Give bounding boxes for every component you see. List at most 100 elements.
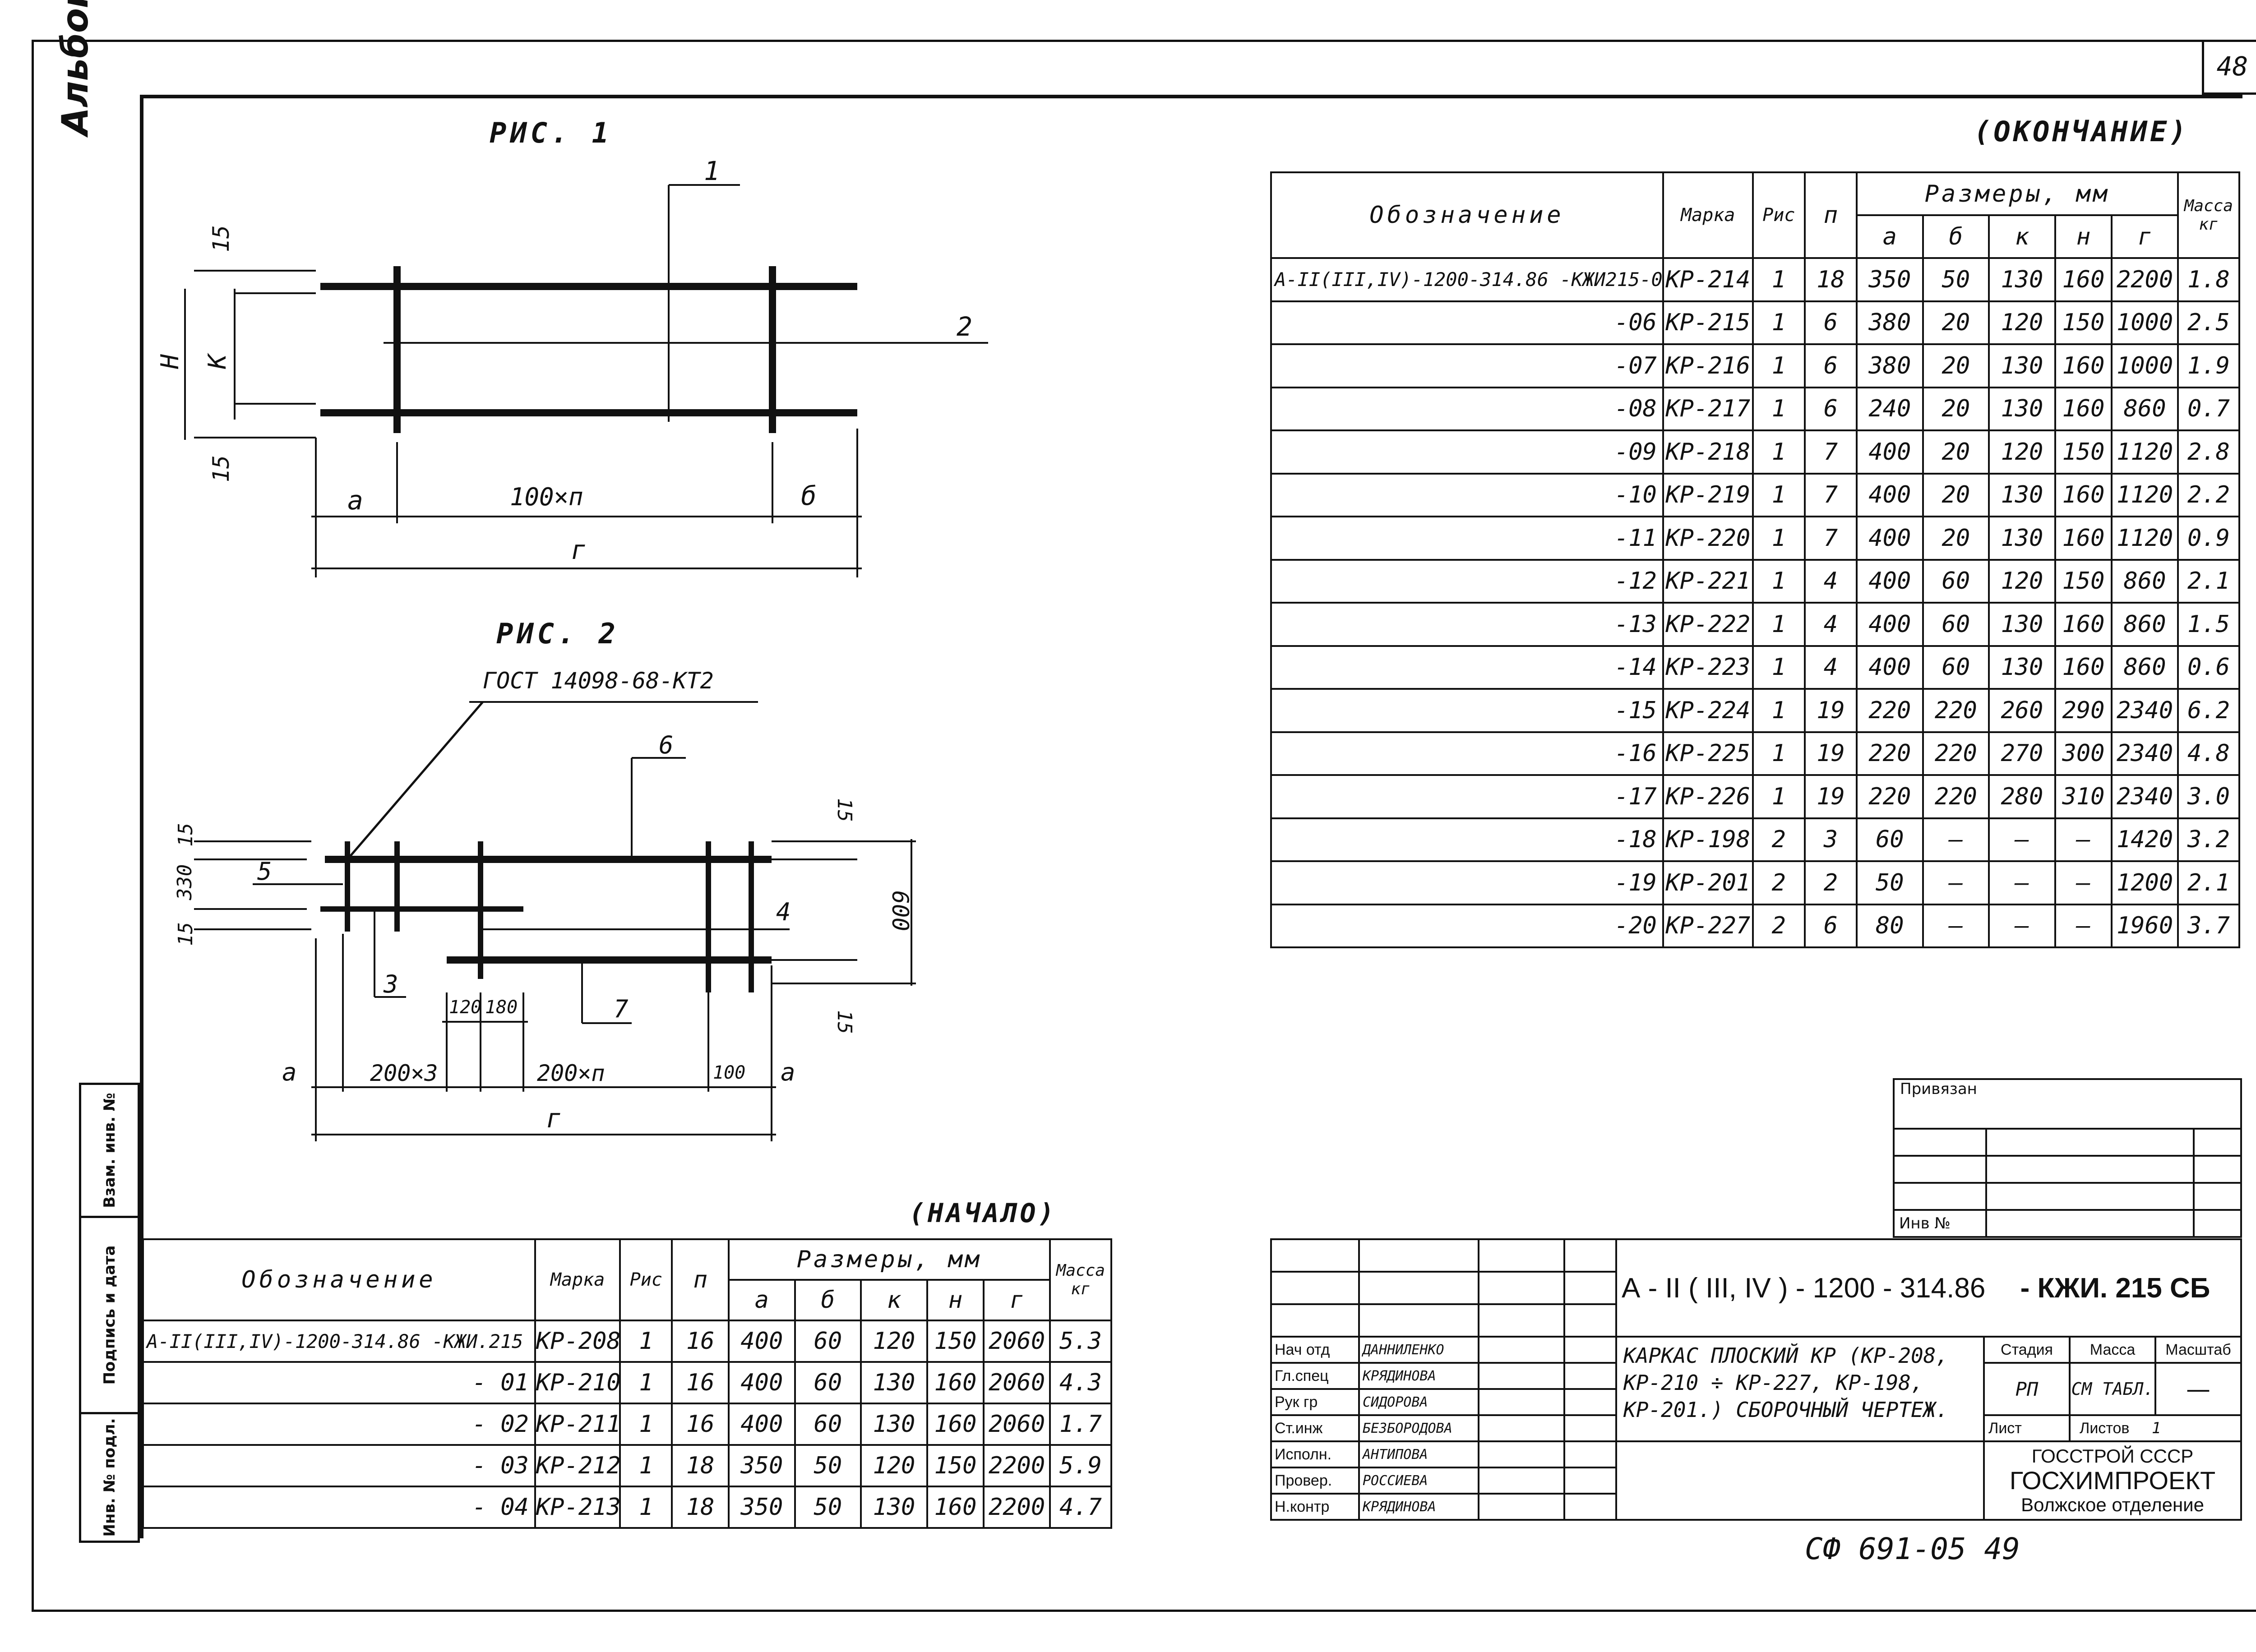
table-cell: 860 bbox=[2111, 645, 2179, 690]
role-5: Провер. bbox=[1270, 1467, 1360, 1495]
table-cell: 350 bbox=[1856, 257, 1924, 302]
table-cell: – bbox=[1922, 903, 1990, 948]
spec-end-h-mark: Марка bbox=[1662, 171, 1754, 259]
table-cell: 160 bbox=[2054, 516, 2113, 561]
table-cell: 400 bbox=[728, 1403, 796, 1446]
spec-end-h-fig: Рис bbox=[1752, 171, 1806, 259]
table-cell: 18 bbox=[1803, 257, 1858, 302]
table-cell: 16 bbox=[671, 1320, 730, 1363]
table-cell: 60 bbox=[794, 1361, 862, 1404]
table-cell: 1000 bbox=[2111, 300, 2179, 345]
role-4: Исполн. bbox=[1270, 1440, 1360, 1468]
table-cell: 4.3 bbox=[1049, 1361, 1113, 1404]
table-cell: 260 bbox=[1988, 688, 2056, 733]
table-cell: 1 bbox=[1752, 472, 1806, 517]
table-cell: КР-213 bbox=[534, 1486, 621, 1529]
table-cell: КР-222 bbox=[1662, 602, 1754, 647]
row-designation: -07 bbox=[1270, 343, 1664, 388]
table-cell: 130 bbox=[1988, 516, 2056, 561]
table-cell: 7 bbox=[1803, 429, 1858, 475]
table-cell: – bbox=[1922, 860, 1990, 905]
table-cell: 2.1 bbox=[2177, 558, 2241, 604]
table-cell: КР-208 bbox=[534, 1320, 621, 1363]
table-cell: – bbox=[2054, 817, 2113, 862]
scale-value: — bbox=[2154, 1362, 2242, 1416]
table-cell: 350 bbox=[728, 1486, 796, 1529]
table-cell: 6.2 bbox=[2177, 688, 2241, 733]
row-designation: -09 bbox=[1270, 429, 1664, 475]
fig2-dim-180: 180 bbox=[485, 997, 518, 1018]
spec-begin-h-n: п bbox=[671, 1238, 730, 1321]
table-cell: 160 bbox=[2054, 386, 2113, 431]
fig1-dim-mid: 100×п bbox=[510, 483, 583, 511]
row-designation: - 01 bbox=[142, 1361, 536, 1404]
table-cell: 1.9 bbox=[2177, 343, 2241, 388]
table-cell: 150 bbox=[2054, 300, 2113, 345]
table-cell: 18 bbox=[671, 1444, 730, 1487]
table-cell: КР-216 bbox=[1662, 343, 1754, 388]
table-cell: 3 bbox=[1803, 817, 1858, 862]
table-cell: 1 bbox=[1752, 688, 1806, 733]
table-cell: 130 bbox=[1988, 472, 2056, 517]
spec-end-h-g: г bbox=[2111, 214, 2179, 259]
table-cell: 860 bbox=[2111, 558, 2179, 604]
table-cell: 400 bbox=[1856, 472, 1924, 517]
table-cell: 50 bbox=[794, 1486, 862, 1529]
table-cell: 1420 bbox=[2111, 817, 2179, 862]
table-cell: 7 bbox=[1803, 516, 1858, 561]
table-cell: 1.7 bbox=[1049, 1403, 1113, 1446]
table-cell: 60 bbox=[1856, 817, 1924, 862]
table-cell: 6 bbox=[1803, 386, 1858, 431]
fig2-dim-330: 330 bbox=[173, 864, 197, 900]
fig2-dim-15-b: 15 bbox=[174, 922, 197, 946]
row-designation: - 02 bbox=[142, 1403, 536, 1446]
table-cell: 1 bbox=[1752, 602, 1806, 647]
table-cell: 1 bbox=[1752, 645, 1806, 690]
fig2-dim-100: 100 bbox=[713, 1062, 746, 1083]
name-4: АНТИПОВА bbox=[1358, 1440, 1479, 1468]
fig2-title: РИС. 2 bbox=[496, 617, 619, 650]
table-cell: 2 bbox=[1752, 903, 1806, 948]
table-cell: 160 bbox=[2054, 645, 2113, 690]
table-cell: КР-211 bbox=[534, 1403, 621, 1446]
table-cell: 2340 bbox=[2111, 731, 2179, 776]
table-cell: 160 bbox=[2054, 602, 2113, 647]
fig1-drawing bbox=[184, 184, 988, 577]
table-cell: 1960 bbox=[2111, 903, 2179, 948]
table-cell: 50 bbox=[1922, 257, 1990, 302]
table-cell: – bbox=[1988, 903, 2056, 948]
strip-replaced-inv: Взам. инв. № bbox=[79, 1083, 140, 1218]
table-cell: КР-227 bbox=[1662, 903, 1754, 948]
spec-begin-h-mark: Марка bbox=[534, 1238, 621, 1321]
fig1-dim-K: К bbox=[203, 354, 231, 369]
role-6: Н.контр bbox=[1270, 1493, 1360, 1521]
spec-end-h-b: б bbox=[1922, 214, 1990, 259]
stage-value: РП bbox=[1983, 1362, 2071, 1416]
table-cell: 80 bbox=[1856, 903, 1924, 948]
table-cell: 220 bbox=[1922, 731, 1990, 776]
table-cell: – bbox=[2054, 903, 2113, 948]
table-cell: КР-212 bbox=[534, 1444, 621, 1487]
table-cell: 120 bbox=[1988, 300, 2056, 345]
mass-value: СМ ТАБЛ. bbox=[2069, 1362, 2156, 1416]
table-cell: 280 bbox=[1988, 774, 2056, 819]
table-cell: 400 bbox=[1856, 558, 1924, 604]
table-cell: 20 bbox=[1922, 472, 1990, 517]
table-cell: КР-226 bbox=[1662, 774, 1754, 819]
table-cell: КР-221 bbox=[1662, 558, 1754, 604]
table-cell: 1 bbox=[1752, 300, 1806, 345]
table-cell: 2 bbox=[1752, 860, 1806, 905]
table-cell: 1.5 bbox=[2177, 602, 2241, 647]
table-cell: 1200 bbox=[2111, 860, 2179, 905]
table-cell: 6 bbox=[1803, 343, 1858, 388]
fig1-dim-a: а bbox=[347, 485, 363, 516]
fig2-dim-200x3: 200×3 bbox=[370, 1060, 438, 1086]
name-5: РОССИЕВА bbox=[1358, 1467, 1479, 1495]
row-designation: А-II(III,IV)-1200-314.86 -КЖИ215-05 bbox=[1270, 257, 1664, 302]
role-0: Нач отд bbox=[1270, 1336, 1360, 1364]
